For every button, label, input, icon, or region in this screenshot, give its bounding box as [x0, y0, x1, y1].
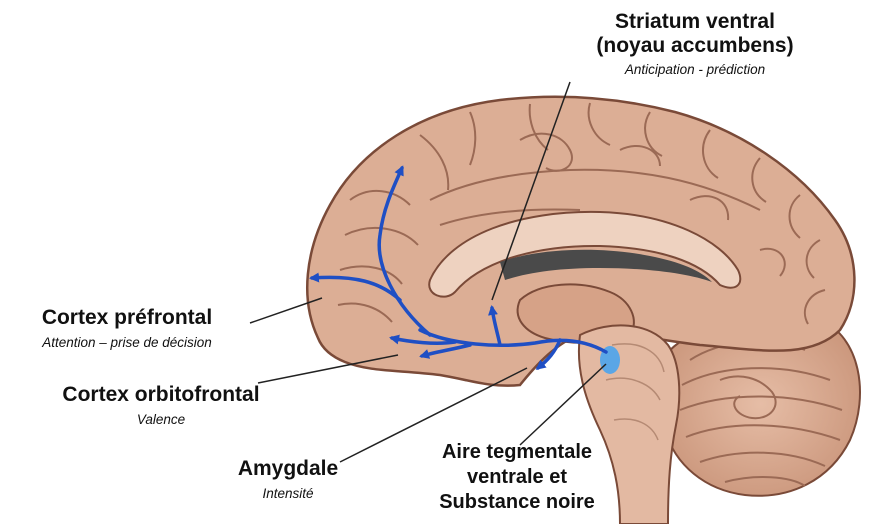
label-orbitofrontal: Cortex orbitofrontal Valence	[40, 383, 282, 429]
vta-line2: ventrale et	[412, 465, 622, 490]
prefrontal-title: Cortex préfrontal	[0, 306, 254, 330]
label-prefrontal: Cortex préfrontal Attention – prise de d…	[0, 306, 254, 352]
label-striatum: Striatum ventral (noyau accumbens) Antic…	[560, 10, 830, 79]
orbitofrontal-subtitle: Valence	[40, 411, 282, 429]
amygdale-subtitle: Intensité	[228, 485, 348, 503]
amygdale-title: Amygdale	[228, 457, 348, 481]
orbitofrontal-title: Cortex orbitofrontal	[40, 383, 282, 407]
striatum-title-line2: (noyau accumbens)	[560, 34, 830, 58]
vta-line1: Aire tegmentale	[412, 440, 622, 465]
striatum-title-line1: Striatum ventral	[560, 10, 830, 34]
label-amygdale: Amygdale Intensité	[228, 457, 348, 503]
label-vta: Aire tegmentale ventrale et Substance no…	[412, 440, 622, 515]
prefrontal-subtitle: Attention – prise de décision	[0, 334, 254, 352]
vta-line3: Substance noire	[412, 490, 622, 515]
striatum-subtitle: Anticipation - prédiction	[560, 61, 830, 79]
